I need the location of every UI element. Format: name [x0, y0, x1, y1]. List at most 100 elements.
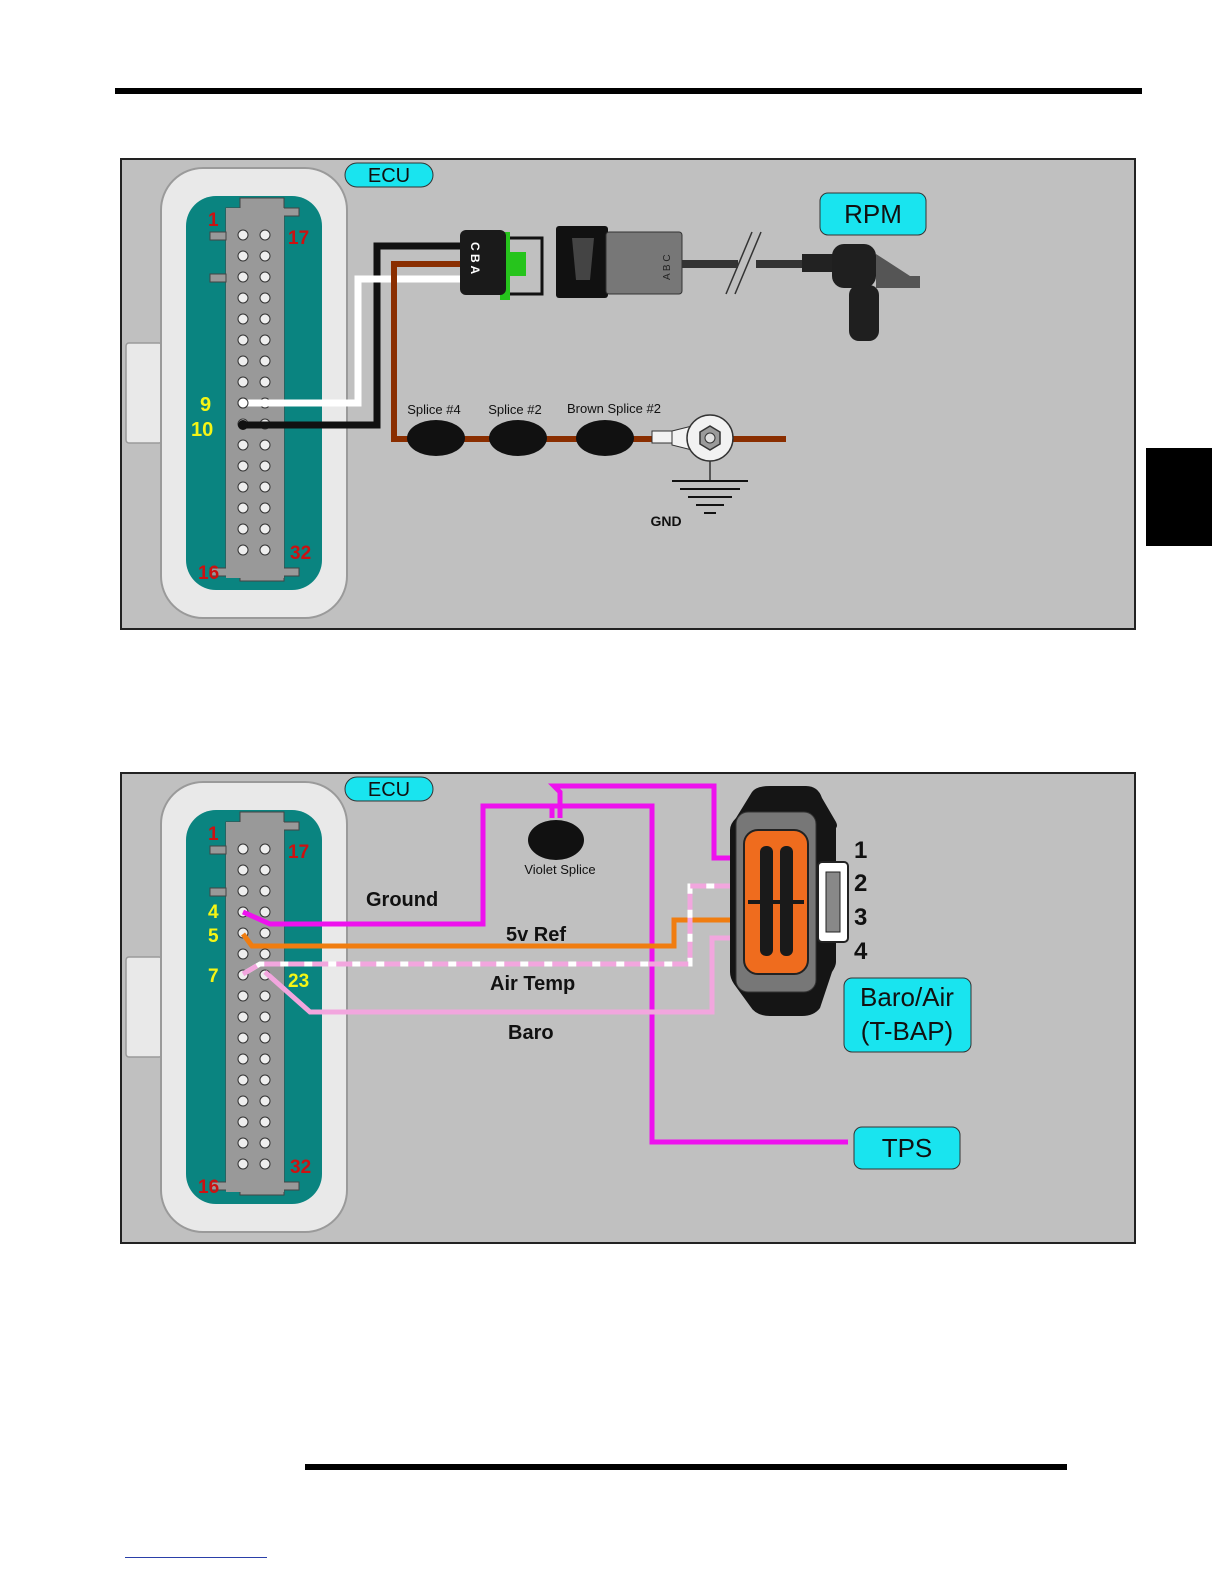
pin-number-5: 5	[208, 926, 219, 947]
ecu-pin-hole	[260, 230, 270, 240]
splice-4-label: Splice #4	[407, 402, 460, 417]
ecu-pin-hole	[260, 928, 270, 938]
ecu-pin-hole	[260, 545, 270, 555]
tbap-pin-3: 3	[854, 904, 867, 931]
ecu-pin-hole	[260, 524, 270, 534]
pin-number-1: 1	[208, 824, 219, 845]
tps-label: TPS	[882, 1133, 933, 1163]
sensor-cable	[682, 260, 738, 268]
rpm-label: RPM	[844, 199, 902, 229]
tbap-wiring-diagram: 1 17 32 16 4 5 7 23 ECU Violet Splice Gr…	[120, 772, 1136, 1244]
ecu-label: ECU	[368, 165, 410, 187]
tbap-pin-1: 1	[854, 837, 867, 864]
pin-number-32: 32	[290, 1157, 311, 1178]
ecu-pin-hole	[238, 356, 248, 366]
violet-splice	[528, 820, 584, 860]
ecu-pin-hole	[238, 314, 248, 324]
ecu-pin-hole	[260, 907, 270, 917]
ecu-pin-hole	[238, 545, 248, 555]
ecu-pin-hole	[238, 461, 248, 471]
rpm-wiring-diagram: 1 17 32 16 9 10 ECU C B A A B C RPM	[120, 158, 1136, 630]
tbap-label-line1: Baro/Air	[860, 982, 954, 1012]
ecu-pin-hole	[260, 335, 270, 345]
ecu-pin-hole	[238, 1159, 248, 1169]
ecu-pin-hole	[238, 1075, 248, 1085]
section-tab	[1146, 448, 1212, 546]
splice-4	[407, 420, 465, 456]
gnd-label: GND	[650, 513, 681, 529]
baro-wire-label: Baro	[508, 1022, 554, 1044]
air-temp-wire-label: Air Temp	[490, 973, 575, 995]
harness-pin-letters: C B A	[468, 242, 482, 275]
ecu-pin-hole	[238, 1012, 248, 1022]
ecu-pin-hole	[260, 1012, 270, 1022]
ecu-pin-hole	[238, 1096, 248, 1106]
ecu-pin-hole	[260, 1054, 270, 1064]
ecu-pin-hole	[238, 293, 248, 303]
ecu-pin-hole	[260, 949, 270, 959]
splice-2	[489, 420, 547, 456]
ecu-pin-hole	[260, 440, 270, 450]
ecu-label: ECU	[368, 779, 410, 801]
pin-number-9: 9	[200, 394, 211, 416]
pin-number-17: 17	[288, 228, 309, 249]
ecu-pin-hole	[238, 1117, 248, 1127]
pin-number-16: 16	[198, 563, 219, 584]
ecu-pin-hole	[238, 1033, 248, 1043]
ecu-pin-hole	[238, 1054, 248, 1064]
ecu-pin-hole	[260, 461, 270, 471]
ecu-pin-hole	[260, 991, 270, 1001]
pin-number-16: 16	[198, 1177, 219, 1198]
ecu-pin-hole	[238, 335, 248, 345]
splice-2-label: Splice #2	[488, 402, 541, 417]
ecu-pin-hole	[260, 844, 270, 854]
ecu-pin-hole	[260, 1117, 270, 1127]
ecu-pin-hole	[238, 886, 248, 896]
pin-number-7: 7	[208, 966, 219, 987]
ecu-pin-hole	[260, 1159, 270, 1169]
ecu-pin-hole	[260, 293, 270, 303]
pin-number-23: 23	[288, 971, 309, 992]
ecu-pin-hole	[260, 886, 270, 896]
ecu-pin-hole	[260, 1096, 270, 1106]
ecu-pin-hole	[238, 503, 248, 513]
ecu-pin-hole	[238, 440, 248, 450]
pin-number-10: 10	[191, 419, 213, 441]
ecu-pin-hole	[260, 314, 270, 324]
ecu-pin-hole	[238, 991, 248, 1001]
brown-splice-label: Brown Splice #2	[567, 401, 661, 416]
ecu-pin-hole	[238, 865, 248, 875]
sensor-pin-letters: A B C	[662, 254, 673, 280]
footer-rule	[305, 1464, 1067, 1470]
ecu-pin-hole	[238, 272, 248, 282]
ecu-pin-hole	[260, 356, 270, 366]
ecu-pin-hole	[260, 1075, 270, 1085]
footer-link-underline	[125, 1557, 267, 1558]
ecu-pin-hole	[238, 844, 248, 854]
brown-splice-2	[576, 420, 634, 456]
ecu-pin-hole	[238, 1138, 248, 1148]
tbap-pin-2: 2	[854, 870, 867, 897]
ecu-pin-hole	[238, 230, 248, 240]
ecu-pin-hole	[238, 482, 248, 492]
header-rule	[115, 88, 1142, 94]
pin-number-1: 1	[208, 210, 219, 231]
ecu-pin-hole	[238, 251, 248, 261]
ecu-pin-hole	[260, 251, 270, 261]
ecu-pin-hole	[260, 1138, 270, 1148]
ecu-pin-hole	[238, 949, 248, 959]
ref-wire-label: 5v Ref	[506, 924, 566, 946]
tbap-pin-4: 4	[854, 938, 868, 965]
ecu-pin-hole	[238, 524, 248, 534]
ground-wire-label: Ground	[366, 889, 438, 911]
tbap-label-line2: (T-BAP)	[861, 1016, 953, 1046]
ecu-pin-hole	[260, 377, 270, 387]
pin-number-32: 32	[290, 543, 311, 564]
sensor-connector: A B C	[556, 226, 682, 298]
pin-number-4: 4	[208, 902, 219, 923]
pin-number-17: 17	[288, 842, 309, 863]
ecu-pin-hole	[260, 503, 270, 513]
violet-splice-label: Violet Splice	[524, 862, 595, 877]
ecu-pin-hole	[260, 1033, 270, 1043]
ecu-pin-hole	[260, 272, 270, 282]
